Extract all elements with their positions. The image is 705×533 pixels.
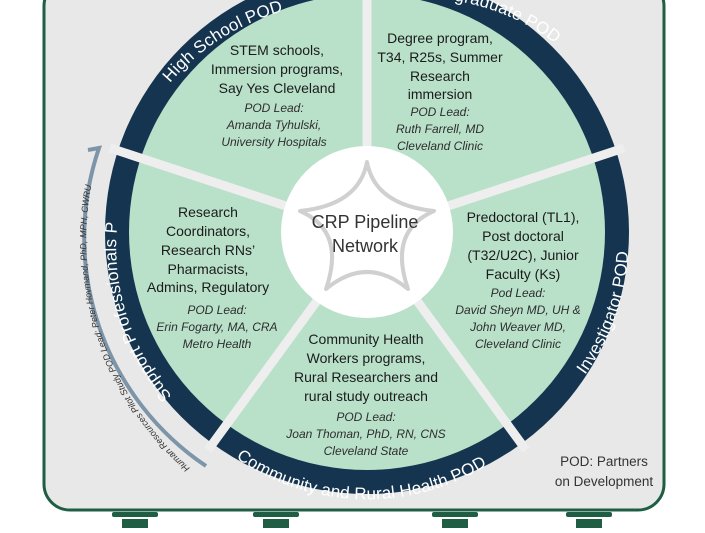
pod-body-line: Research RNs’ — [161, 242, 255, 258]
pod-body-line: Faculty (Ks) — [486, 266, 561, 282]
pod-lead-line: Metro Health — [183, 337, 252, 351]
pod-investigator: Predoctoral (TL1), Post doctoral (T32/U2… — [455, 209, 580, 351]
pod-body-line: Admins, Regulatory — [147, 279, 269, 295]
pod-lead-line: Ruth Farrell, MD — [396, 122, 484, 136]
pod-body-line: rural study outreach — [304, 388, 428, 404]
legend-line2: on Development — [555, 474, 654, 489]
pod-lead-line: POD Lead: — [187, 303, 246, 317]
pod-body-line: Degree program, — [387, 30, 493, 46]
pod-lead-line: University Hospitals — [221, 135, 326, 149]
pod-undergraduate: Degree program, T34, R25s, Summer Resear… — [377, 30, 503, 153]
pod-lead-line: POD Lead: — [410, 105, 469, 119]
pod-body-line: Community Health — [308, 331, 423, 347]
bottom-connectors — [112, 512, 612, 528]
center-circle — [281, 146, 453, 318]
pod-high-school: STEM schools, Immersion programs, Say Ye… — [211, 42, 343, 149]
pod-body-line: Immersion programs, — [211, 61, 343, 77]
legend-line1: POD: Partners — [560, 454, 648, 469]
pod-body-line: Pharmacists, — [168, 261, 249, 277]
pod-community: Community Health Workers programs, Rural… — [285, 331, 445, 458]
pod-support: Research Coordinators, Research RNs’ Pha… — [147, 204, 278, 351]
pod-body-line: Say Yes Cleveland — [219, 80, 336, 96]
pod-lead-line: POD Lead: — [336, 410, 395, 424]
center-title-line2: Network — [332, 236, 399, 256]
pod-body-line: T34, R25s, Summer — [377, 49, 503, 65]
pod-lead-line: Joan Thoman, PhD, RN, CNS — [285, 427, 445, 441]
pod-lead-line: POD Lead: — [244, 101, 303, 115]
pod-body-line: Rural Researchers and — [294, 369, 438, 385]
pod-dividers — [108, 0, 626, 453]
network-star-icon — [298, 160, 436, 291]
pilot-study-bracket — [82, 145, 208, 468]
pod-lead-line: Amanda Tyhulski, — [226, 118, 321, 132]
pod-lead-line: Cleveland Clinic — [397, 139, 483, 153]
pod-lead-line: John Weaver MD, — [469, 320, 566, 334]
pod-body-line: Research — [178, 204, 238, 220]
pod-body-line: STEM schools, — [230, 42, 324, 58]
pod-lead-line: Pod Lead: — [491, 286, 546, 300]
pod-body-line: Post doctoral — [482, 228, 564, 244]
center-title-line1: CRP Pipeline — [312, 212, 419, 232]
pod-body-line: Coordinators, — [166, 223, 250, 239]
pod-body-line: Predoctoral (TL1), — [467, 209, 580, 225]
pod-body-line: immersion — [408, 86, 473, 102]
pod-body-line: Research — [410, 68, 470, 84]
pod-lead-line: Cleveland State — [324, 444, 409, 458]
pod-lead-line: Cleveland Clinic — [475, 337, 561, 351]
pod-body-line: Workers programs, — [307, 350, 426, 366]
pod-lead-line: Erin Fogarty, MA, CRA — [156, 320, 277, 334]
pod-body-line: (T32/U2C), Junior — [467, 247, 579, 263]
pod-lead-line: David Sheyn MD, UH & — [455, 303, 580, 317]
